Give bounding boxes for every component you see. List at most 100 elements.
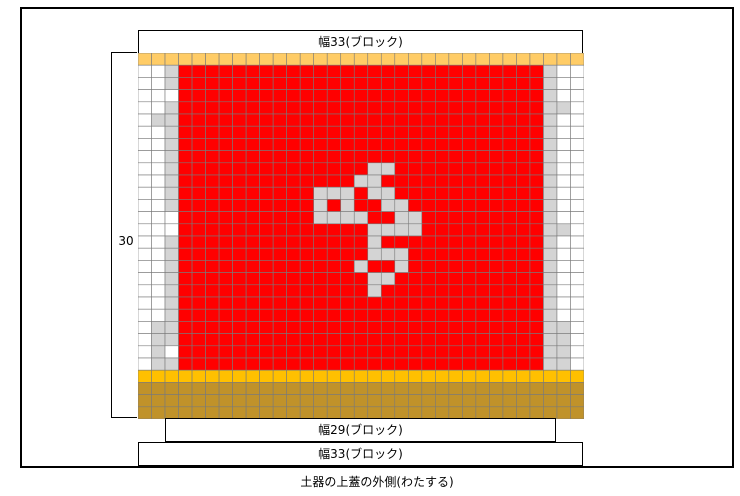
grid-block — [313, 53, 328, 66]
grid-block — [421, 53, 436, 66]
grid-block — [462, 101, 477, 115]
grid-block — [435, 260, 450, 273]
grid-block — [178, 77, 193, 90]
grid-block — [556, 308, 571, 322]
grid-block — [516, 223, 531, 237]
grid-block — [232, 113, 247, 127]
grid-block — [367, 345, 382, 359]
grid-block — [394, 394, 409, 408]
grid-block — [178, 186, 193, 200]
grid-block — [543, 260, 558, 273]
grid-block — [502, 357, 517, 371]
grid-block — [286, 53, 301, 66]
grid-block — [218, 369, 233, 383]
grid-block — [435, 296, 450, 310]
grid-block — [191, 235, 206, 249]
grid-block — [516, 186, 531, 200]
grid-block — [286, 77, 301, 90]
grid-block — [556, 89, 571, 103]
grid-block — [529, 89, 544, 103]
grid-block — [516, 211, 531, 225]
grid-block — [407, 162, 423, 176]
grid-block — [435, 174, 450, 188]
grid-block — [299, 199, 314, 212]
grid-block — [556, 345, 571, 359]
grid-block — [421, 223, 436, 237]
grid-block — [326, 369, 342, 383]
grid-block — [164, 53, 179, 66]
grid-block — [394, 89, 409, 103]
grid-block — [407, 174, 423, 188]
grid-block — [164, 199, 179, 212]
grid-block — [516, 235, 531, 249]
grid-block — [435, 333, 450, 347]
grid-block — [353, 101, 369, 115]
grid-block — [556, 101, 571, 115]
grid-block — [178, 223, 193, 237]
grid-block — [232, 223, 247, 237]
grid-block — [313, 272, 328, 286]
grid-block — [380, 247, 396, 261]
grid-block — [272, 77, 287, 90]
grid-block — [245, 199, 260, 212]
grid-block — [502, 125, 517, 139]
grid-block — [435, 150, 450, 164]
grid-block — [462, 138, 477, 151]
grid-block — [272, 272, 287, 286]
grid-block — [462, 357, 477, 371]
grid-block — [138, 333, 152, 347]
grid-block — [340, 382, 355, 395]
grid-block — [570, 53, 584, 66]
grid-block — [407, 382, 423, 395]
grid-block — [164, 125, 179, 139]
grid-block — [259, 125, 274, 139]
grid-block — [380, 260, 396, 273]
grid-block — [164, 272, 179, 286]
grid-block — [164, 64, 179, 78]
grid-block — [218, 113, 233, 127]
grid-block — [529, 382, 544, 395]
grid-block — [529, 64, 544, 78]
grid-block — [232, 284, 247, 298]
grid-block — [218, 101, 233, 115]
grid-block — [421, 260, 436, 273]
grid-block — [380, 272, 396, 286]
grid-block — [367, 333, 382, 347]
grid-block — [489, 235, 504, 249]
grid-block — [394, 125, 409, 139]
grid-block — [286, 382, 301, 395]
grid-block — [272, 357, 287, 371]
grid-block — [516, 345, 531, 359]
grid-block — [380, 150, 396, 164]
grid-block — [448, 272, 463, 286]
grid-block — [205, 125, 220, 139]
grid-block — [502, 199, 517, 212]
grid-block — [448, 211, 463, 225]
grid-block — [313, 174, 328, 188]
grid-block — [380, 162, 396, 176]
grid-block — [475, 333, 490, 347]
grid-block — [138, 296, 152, 310]
grid-block — [151, 260, 166, 273]
grid-block — [502, 333, 517, 347]
grid-block — [529, 333, 544, 347]
grid-block — [529, 308, 544, 322]
grid-block — [232, 125, 247, 139]
grid-block — [340, 345, 355, 359]
grid-block — [272, 101, 287, 115]
grid-block — [475, 89, 490, 103]
grid-block — [191, 53, 206, 66]
grid-block — [502, 284, 517, 298]
grid-block — [367, 321, 382, 334]
grid-block — [299, 186, 314, 200]
grid-block — [272, 308, 287, 322]
grid-block — [475, 369, 490, 383]
grid-block — [421, 296, 436, 310]
grid-block — [367, 199, 382, 212]
grid-block — [367, 296, 382, 310]
grid-block — [272, 345, 287, 359]
grid-block — [245, 174, 260, 188]
grid-block — [218, 125, 233, 139]
grid-block — [570, 333, 584, 347]
grid-block — [218, 211, 233, 225]
